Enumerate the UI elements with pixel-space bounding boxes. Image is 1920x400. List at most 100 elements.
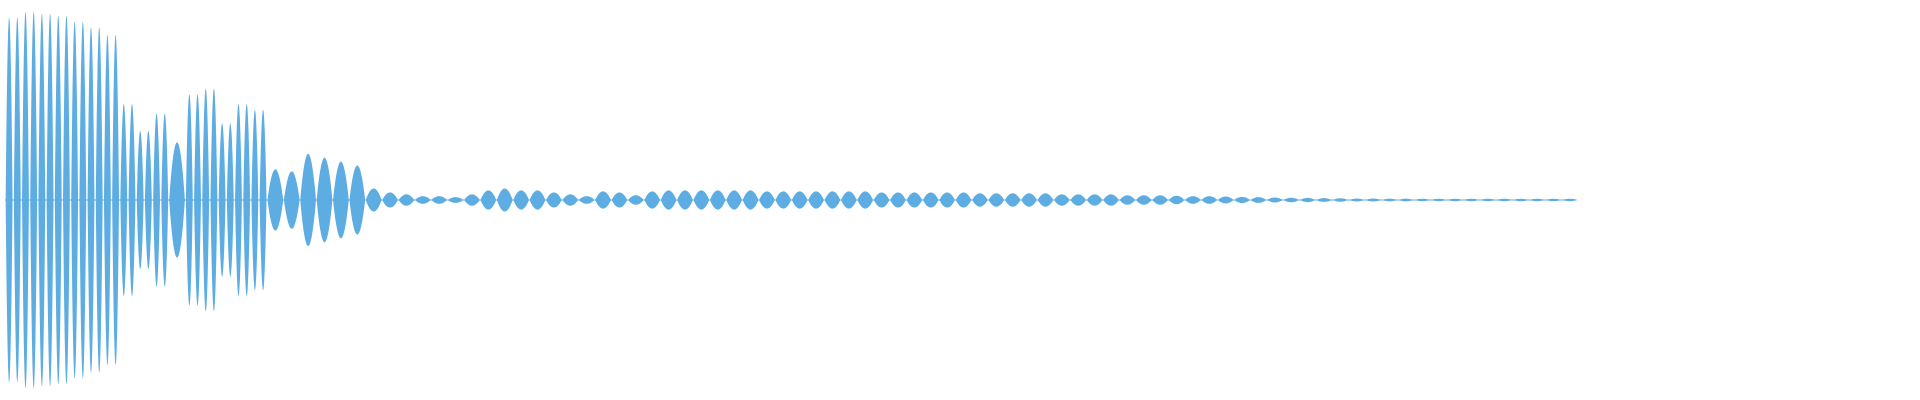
waveform-blob xyxy=(398,194,415,206)
waveform-blob xyxy=(382,192,398,208)
waveform-blob xyxy=(283,171,300,229)
waveform-blob xyxy=(1217,196,1234,204)
waveform-blob xyxy=(513,190,530,210)
waveform-blob xyxy=(218,123,226,277)
waveform-blob xyxy=(144,130,152,270)
waveform-blob xyxy=(1561,198,1578,202)
waveform-blob xyxy=(243,104,251,296)
waveform-blob xyxy=(988,193,1005,207)
waveform-blob xyxy=(1430,198,1447,202)
waveform-blob xyxy=(38,13,46,387)
waveform-blob xyxy=(22,11,29,389)
waveform-blob xyxy=(857,191,874,209)
waveform-blob xyxy=(87,27,95,373)
waveform-blob xyxy=(1512,198,1529,202)
waveform-blob xyxy=(496,188,513,212)
waveform-blob xyxy=(316,157,333,243)
waveform-blob xyxy=(644,191,661,209)
waveform-blob xyxy=(1529,198,1545,202)
waveform-blob xyxy=(251,109,259,291)
waveform-blob xyxy=(890,192,906,208)
waveform-blob xyxy=(693,190,710,210)
waveform-blob xyxy=(235,104,242,296)
waveform-blob xyxy=(464,194,480,206)
waveform-blob xyxy=(1168,195,1185,205)
waveform-blob xyxy=(480,190,497,210)
waveform-blob xyxy=(939,192,956,208)
waveform-blob xyxy=(677,190,693,210)
waveform-blob xyxy=(1398,198,1414,202)
waveform-blob xyxy=(595,191,611,209)
waveform-blob xyxy=(1299,197,1316,203)
waveform-blob xyxy=(267,169,284,231)
waveform-blob xyxy=(1463,198,1480,202)
waveform-blob xyxy=(578,196,595,204)
waveform-blob xyxy=(1086,194,1103,206)
waveform-blob xyxy=(972,193,988,207)
waveform-blob xyxy=(1103,194,1119,206)
waveform-blob xyxy=(1119,195,1136,205)
waveform-blob xyxy=(1316,198,1332,202)
waveform-blob xyxy=(627,195,644,205)
waveform-blob xyxy=(1135,195,1152,205)
waveform-blob xyxy=(1381,198,1398,202)
waveform-blob xyxy=(791,191,808,209)
waveform-blob xyxy=(5,17,13,383)
waveform-blob xyxy=(1447,198,1463,202)
waveform-blob xyxy=(103,34,111,366)
waveform-blob xyxy=(300,153,316,247)
waveform-blob xyxy=(79,21,87,379)
waveform-blob xyxy=(1234,196,1250,204)
waveform-blobs xyxy=(5,11,1578,389)
waveform-blob xyxy=(431,196,448,204)
waveform-blob xyxy=(824,191,841,209)
waveform-blob xyxy=(202,88,210,312)
waveform-blob xyxy=(1332,198,1349,202)
waveform-blob xyxy=(1250,197,1267,203)
waveform-blob xyxy=(226,123,234,277)
waveform-blob xyxy=(1496,198,1513,202)
waveform-blob xyxy=(660,190,677,210)
waveform-blob xyxy=(30,11,38,389)
waveform-blob xyxy=(128,104,136,296)
waveform-blob xyxy=(136,130,144,270)
waveform-blob xyxy=(726,190,743,210)
waveform-blob xyxy=(1070,194,1087,206)
waveform-blob xyxy=(1185,196,1201,204)
waveform-blob xyxy=(414,196,431,204)
waveform-blob xyxy=(906,192,923,208)
waveform-blob xyxy=(1201,196,1218,204)
waveform-blob xyxy=(1004,193,1021,207)
waveform-blob xyxy=(1152,195,1169,205)
waveform-blob xyxy=(873,192,890,208)
waveform-blob xyxy=(1545,198,1562,202)
waveform-blob xyxy=(333,161,349,239)
waveform-blob xyxy=(546,192,562,208)
waveform-blob xyxy=(1267,197,1283,203)
waveform-blob xyxy=(210,88,218,312)
waveform-blob xyxy=(808,191,824,209)
waveform-blob xyxy=(71,21,79,379)
waveform-blob xyxy=(349,165,366,235)
waveform-blob xyxy=(840,191,857,209)
waveform-blob xyxy=(1037,193,1054,207)
waveform-blob xyxy=(1365,198,1382,202)
waveform-blob xyxy=(120,104,128,296)
waveform-blob xyxy=(1414,198,1431,202)
waveform-blob xyxy=(365,188,382,212)
waveform-blob xyxy=(1053,194,1070,206)
waveform-blob xyxy=(259,109,267,291)
waveform-blob xyxy=(1283,197,1300,203)
waveform-blob xyxy=(54,15,62,385)
waveform-blob xyxy=(112,34,120,366)
waveform-blob xyxy=(161,113,169,287)
waveform-blob xyxy=(709,190,726,210)
waveform-blob xyxy=(1021,193,1037,207)
waveform-blob xyxy=(13,17,21,383)
waveform-blob xyxy=(194,94,201,306)
waveform-blob xyxy=(63,15,70,385)
waveform-blob xyxy=(611,192,628,208)
waveform-blob xyxy=(95,27,103,373)
